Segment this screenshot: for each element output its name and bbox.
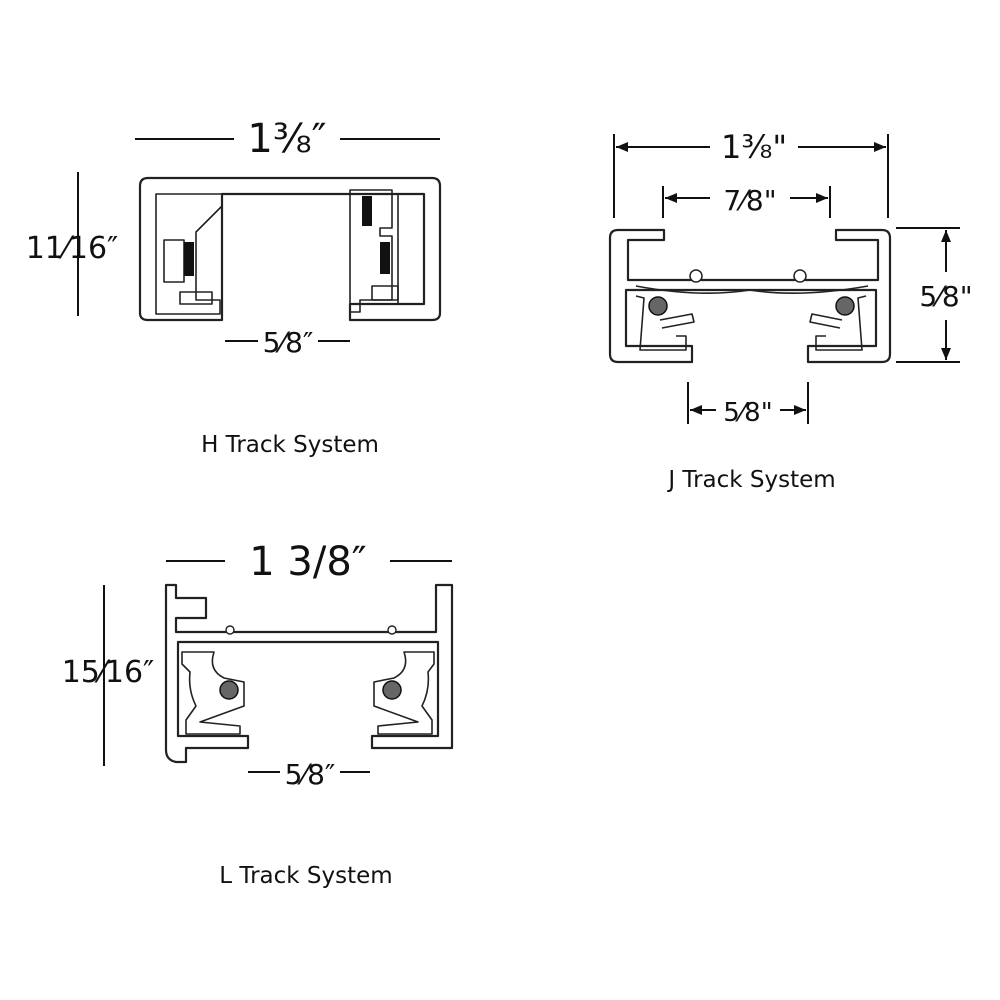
h-track-profile xyxy=(138,176,442,322)
j-top-bump-left xyxy=(689,269,703,283)
l-opening-label: 5⁄8″ xyxy=(285,758,336,791)
l-track-group: 1 3/8″ 15⁄16″ 5⁄8″ L Track System xyxy=(62,539,454,889)
h-left-conductor xyxy=(184,242,194,276)
h-width-label: 1⅜″ xyxy=(247,116,326,162)
j-right-insulator xyxy=(815,295,867,351)
j-height-label: 5⁄8" xyxy=(919,280,972,313)
h-right-foot xyxy=(371,285,399,301)
j-inner-arrow-left xyxy=(665,193,677,203)
j-opening-arrow-left xyxy=(690,405,702,415)
h-height-label: 11⁄16″ xyxy=(26,231,119,266)
l-left-insulator xyxy=(181,651,245,735)
j-inner-label: 7⁄8" xyxy=(723,184,776,217)
j-left-insulator xyxy=(635,295,687,351)
h-right-wall xyxy=(397,193,425,305)
l-outer-shell xyxy=(164,583,454,764)
l-left-wire xyxy=(219,680,239,700)
l-track-caption: L Track System xyxy=(219,863,392,889)
l-right-wire xyxy=(382,680,402,700)
h-track-caption: H Track System xyxy=(201,432,379,458)
l-right-insulator xyxy=(373,651,435,735)
h-left-pocket xyxy=(163,239,185,283)
j-outer-shell xyxy=(608,228,892,364)
j-height-arrow-bottom xyxy=(941,348,951,360)
j-width-arrow-right xyxy=(874,142,886,152)
h-opening-label: 5⁄8″ xyxy=(263,326,314,359)
j-track-profile xyxy=(608,228,892,364)
l-height-label: 15⁄16″ xyxy=(62,655,155,690)
h-left-chamber xyxy=(155,193,223,315)
j-right-clip xyxy=(809,313,843,329)
l-top-bump-left xyxy=(225,625,235,635)
j-inner-arch xyxy=(635,285,869,294)
l-top-bump-right xyxy=(387,625,397,635)
j-width-arrow-left xyxy=(616,142,628,152)
j-track-group: 1⅜" 7⁄8" 5⁄8" xyxy=(608,128,973,493)
j-opening-label: 5⁄8" xyxy=(723,398,772,428)
j-track-caption: J Track System xyxy=(666,467,835,493)
l-width-label: 1 3/8″ xyxy=(249,539,366,585)
j-right-wire xyxy=(835,296,855,316)
h-left-foot xyxy=(179,291,213,305)
j-opening-arrow-right xyxy=(794,405,806,415)
j-inner-arrow-right xyxy=(816,193,828,203)
j-left-clip xyxy=(659,313,695,329)
j-top-bump-right xyxy=(793,269,807,283)
h-right-chamber xyxy=(349,189,393,313)
j-left-wire xyxy=(648,296,668,316)
j-height-arrow-top xyxy=(941,230,951,242)
h-right-conductor-lower xyxy=(380,242,390,274)
l-track-profile xyxy=(164,583,454,764)
h-right-conductor-upper xyxy=(362,196,372,226)
h-track-group: 1⅜″ 11⁄16″ 5⁄8″ H Track System xyxy=(26,116,442,458)
j-width-label: 1⅜" xyxy=(721,128,787,166)
